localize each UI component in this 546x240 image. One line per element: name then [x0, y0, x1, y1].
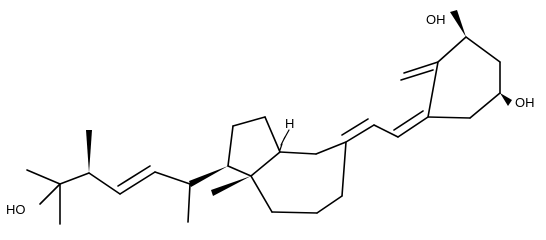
wedge-bond: [450, 10, 466, 37]
bond: [227, 125, 234, 167]
bond: [403, 61, 439, 74]
bond: [250, 175, 273, 213]
a-ring: [427, 36, 501, 119]
d-ring: [227, 116, 281, 177]
bond: [437, 36, 467, 63]
bond: [400, 69, 434, 81]
oh-right-label: OH: [515, 95, 535, 110]
bond: [427, 116, 471, 119]
bond: [187, 183, 191, 223]
bond: [264, 116, 281, 153]
bond: [39, 183, 61, 205]
bond: [117, 165, 151, 187]
bond: [26, 169, 61, 185]
bond: [59, 172, 90, 185]
hashed-bond: [279, 129, 290, 151]
h-ring-label: H: [285, 116, 294, 131]
exocyclic-methylene: [400, 61, 439, 81]
bond: [427, 61, 439, 118]
wedge-bond: [211, 176, 251, 196]
bond: [373, 124, 399, 138]
bond: [88, 172, 121, 195]
bond: [315, 141, 347, 155]
bond: [393, 110, 424, 131]
triene-linker: [341, 110, 429, 143]
wedge-bond: [500, 93, 512, 106]
oh-top-label: OH: [426, 12, 446, 27]
bond: [316, 195, 343, 214]
c-ring: [250, 141, 347, 214]
bond: [279, 151, 317, 155]
hash: [283, 129, 290, 140]
bond: [465, 36, 501, 63]
bond: [341, 141, 347, 197]
ho-left-label: HO: [6, 202, 26, 217]
wedge-bond: [86, 130, 92, 173]
side-chain: [26, 130, 228, 225]
bond: [271, 211, 318, 214]
bond: [227, 165, 252, 177]
wedge-bond: [189, 166, 228, 187]
bond: [345, 124, 375, 143]
bond: [232, 116, 266, 127]
bond: [119, 171, 156, 195]
bond: [397, 116, 429, 138]
bond: [469, 92, 501, 119]
bond: [341, 118, 369, 136]
bond: [154, 171, 191, 185]
bond: [250, 151, 281, 177]
